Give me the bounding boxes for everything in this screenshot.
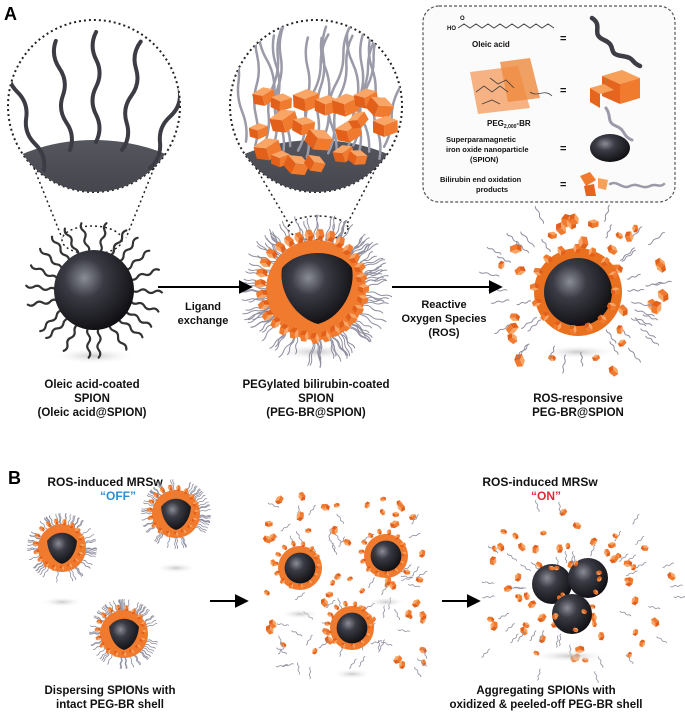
ligand-exchange-line1: Ligand (185, 301, 221, 313)
legend-equals-3: = (560, 143, 566, 155)
legend-box: HO O Oleic acid = PEG2,000-BR = Superpar… (422, 5, 676, 203)
oleic-spion-caption-line3: (Oleic acid@SPION) (38, 407, 147, 419)
peg-br-spion-caption-line1: PEGylated bilirubin-coated (243, 379, 390, 391)
ros-label-line3: (ROS) (428, 327, 460, 339)
zoom-connector-2 (255, 167, 377, 227)
dispersing-caption-line2: intact PEG-BR shell (56, 699, 164, 711)
aggregating-caption-line1: Aggregating SPIONs with (476, 685, 615, 697)
peg-br-spion-caption-line3: (PEG-BR@SPION) (266, 407, 366, 419)
peg-br-spion-particle (240, 214, 393, 368)
legend-spion-line1: Superparamagnetic (446, 135, 516, 144)
mrsw-off-state: “OFF” (100, 489, 136, 503)
mrsw-on-state: “ON” (531, 489, 561, 503)
oxidation-products-icon (580, 172, 666, 196)
legend-equals-1: = (560, 33, 566, 45)
zoom-target-2 (287, 215, 349, 241)
ros-responsive-particle (478, 204, 672, 377)
aggregated-spion-cluster (481, 500, 685, 684)
ros-label-line1: Reactive (421, 299, 466, 311)
legend-oleic-acid-label: Oleic acid (472, 40, 510, 49)
legend-peg-br-label: PEG2,000-BR (487, 119, 531, 130)
legend-spion-line3: (SPION) (470, 155, 499, 164)
ros-responsive-caption-line2: PEG-BR@SPION (532, 407, 624, 419)
oleic-acid-spion-particle (25, 222, 163, 364)
legend-o-label: O (460, 16, 465, 22)
oleic-acid-structure-icon (457, 23, 555, 29)
oleic-chain-icon (589, 15, 643, 69)
legend-spion-line2: iron oxide nanoparticle (446, 145, 529, 154)
mrsw-on-title: ROS-induced MRSw (482, 475, 598, 489)
spion-core-icon (590, 134, 630, 162)
mrsw-off-title: ROS-induced MRSw (47, 475, 163, 489)
peg-br-spion-caption-line2: SPION (298, 393, 334, 405)
aggregating-caption-line2: oxidized & peeled-off PEG-BR shell (450, 699, 643, 711)
legend-oxidation-line2: products (476, 185, 508, 194)
legend-oxidation-line1: Bilirubin end oxidation (440, 175, 522, 184)
dispersed-intact-particles (26, 479, 211, 693)
ros-responsive-caption-line1: ROS-responsive (533, 393, 622, 405)
panel-b-letter: B (8, 468, 21, 488)
legend-equals-4: = (560, 179, 566, 191)
partially-oxidized-particles (262, 491, 428, 680)
peg-br-structure-icon (470, 58, 553, 114)
legend-equals-2: = (560, 85, 566, 97)
oleic-spion-caption-line2: SPION (74, 393, 110, 405)
oleic-spion-caption-line1: Oleic acid-coated (44, 379, 139, 391)
legend-ho-label: HO (447, 26, 456, 32)
peg-br-block-icon (590, 70, 640, 142)
dispersing-caption-line1: Dispersing SPIONs with (45, 685, 176, 697)
panel-a-letter: A (4, 4, 17, 24)
ligand-exchange-line2: exchange (178, 315, 229, 327)
ros-label-line2: Oxygen Species (402, 313, 487, 325)
